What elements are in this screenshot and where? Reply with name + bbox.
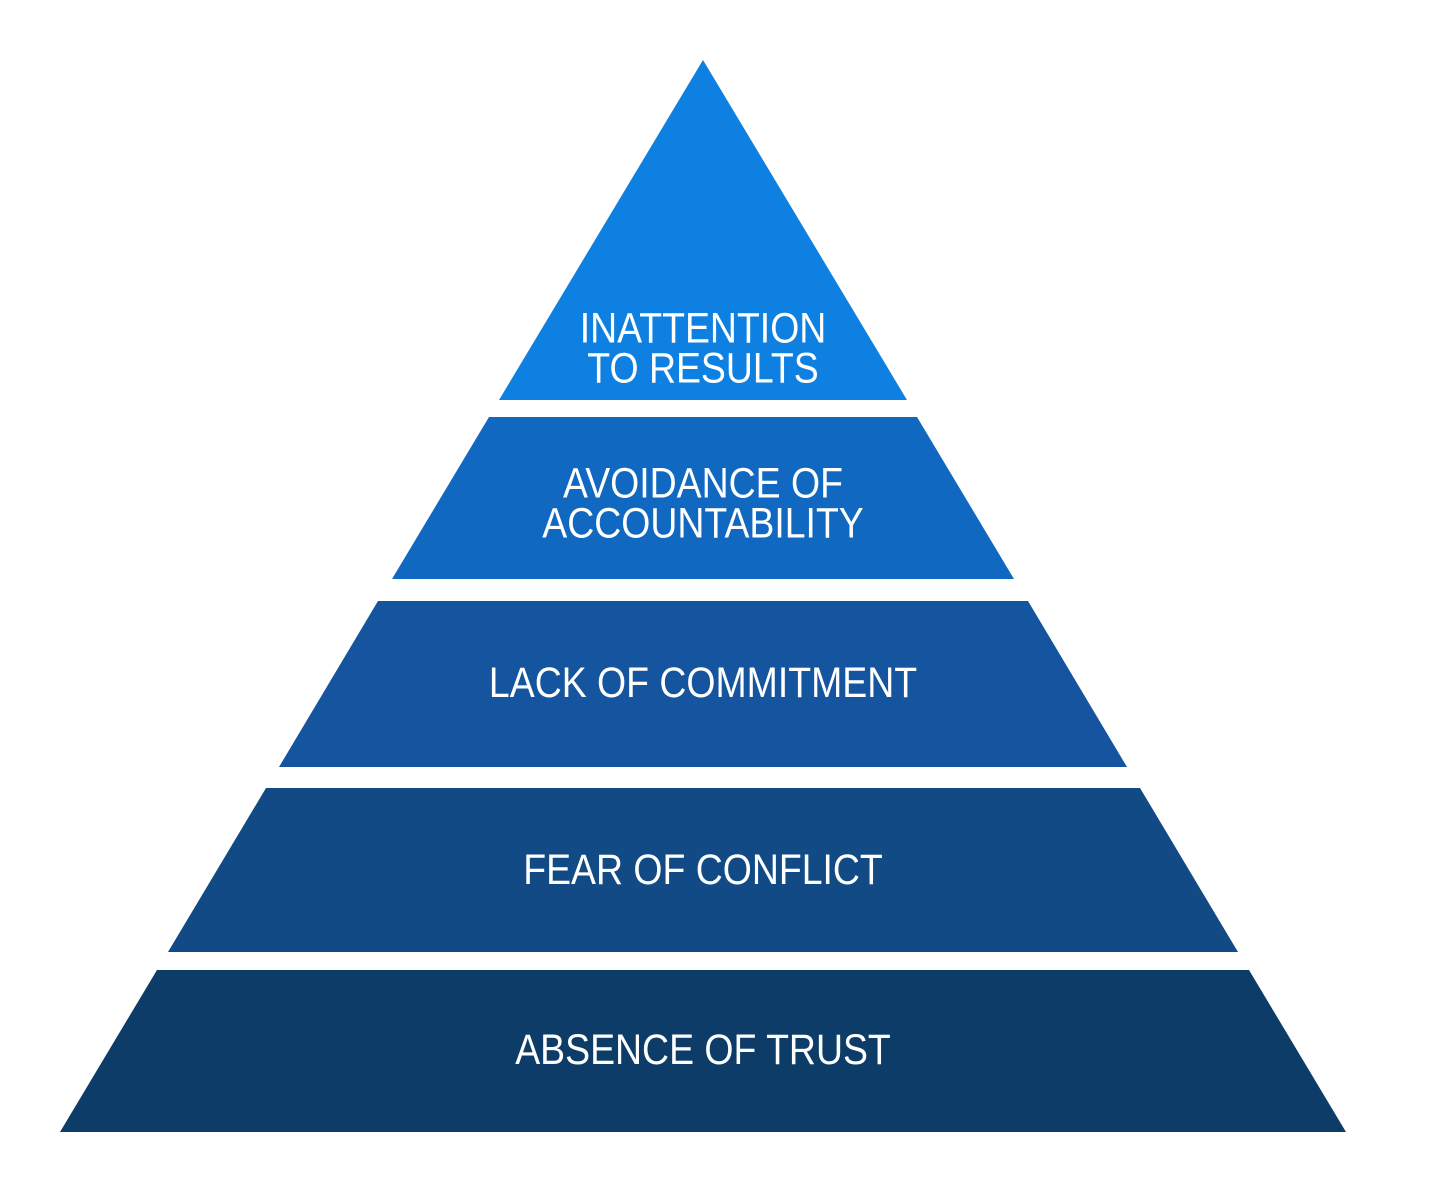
pyramid-level-4-label: FEAR OF CONFLICT [496, 846, 909, 895]
pyramid-level-2-shape [392, 417, 1014, 579]
pyramid-level-4-shape [168, 788, 1238, 952]
level-2-line-1: AVOIDANCE OF [563, 459, 843, 508]
level-5-line-1: ABSENCE OF TRUST [515, 1026, 891, 1075]
pyramid-level-3-shape [279, 601, 1127, 767]
level-4-line-1: FEAR OF CONFLICT [523, 846, 883, 895]
pyramid-level-3-label-text: LACK OF COMMITMENT [488, 659, 918, 708]
level-3-line-1: LACK OF COMMITMENT [488, 659, 918, 708]
pyramid-level-1-shape [499, 60, 907, 400]
pyramid-level-4-label-text: FEAR OF CONFLICT [523, 846, 883, 895]
pyramid-level-3-label: LACK OF COMMITMENT [457, 659, 949, 708]
pyramid-level-5-shape [60, 970, 1346, 1132]
pyramid-level-2-label-text: AVOIDANCE OF ACCOUNTABILITY [542, 459, 864, 547]
pyramid-level-2-label: AVOIDANCE OF ACCOUNTABILITY [518, 459, 888, 547]
pyramid-level-5-label-text: ABSENCE OF TRUST [515, 1026, 891, 1075]
pyramid-level-1-label-text: INATTENTION TO RESULTS [579, 304, 827, 392]
level-1-line-2: TO RESULTS [587, 344, 819, 392]
level-1-line-1: INATTENTION [579, 304, 827, 353]
level-2-line-2: ACCOUNTABILITY [542, 499, 864, 547]
pyramid-level-5-label: ABSENCE OF TRUST [487, 1026, 919, 1075]
pyramid-level-1-label: INATTENTION TO RESULTS [561, 304, 844, 392]
